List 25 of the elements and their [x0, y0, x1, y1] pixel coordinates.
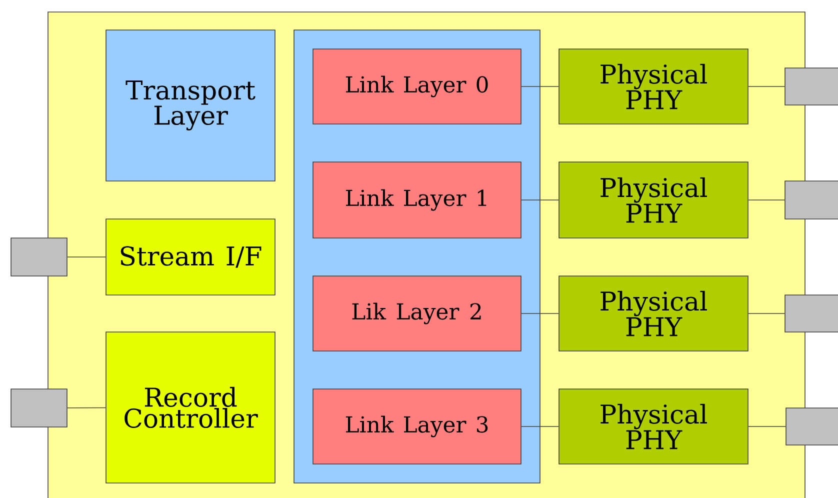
connector-line	[521, 426, 559, 427]
port-box	[10, 388, 68, 428]
connector-line	[748, 86, 785, 87]
port-box	[784, 180, 838, 220]
link-layer-box: Link Layer 3	[312, 388, 522, 464]
connector-line	[748, 313, 785, 314]
connector-line	[67, 407, 106, 408]
controller-box: Record Controller	[106, 332, 276, 484]
connector-line	[521, 313, 559, 314]
link-layer-box: Lik Layer 2	[312, 276, 522, 352]
link-layer-box: Link Layer 0	[312, 48, 522, 124]
interface-box: Stream I/F	[106, 218, 276, 296]
link-layer-box: Link Layer 1	[312, 162, 522, 238]
port-box	[784, 294, 838, 332]
phy-box: Physical PHY	[558, 48, 748, 124]
phy-box: Physical PHY	[558, 162, 748, 238]
connector-line	[748, 426, 786, 427]
port-box	[786, 408, 838, 446]
phy-box: Physical PHY	[558, 388, 748, 464]
port-box	[10, 238, 68, 276]
connector-line	[67, 256, 106, 258]
port-box	[784, 68, 838, 106]
phy-box: Physical PHY	[558, 276, 748, 352]
layer-box: Transport Layer	[106, 30, 276, 182]
connector-line	[521, 86, 559, 87]
